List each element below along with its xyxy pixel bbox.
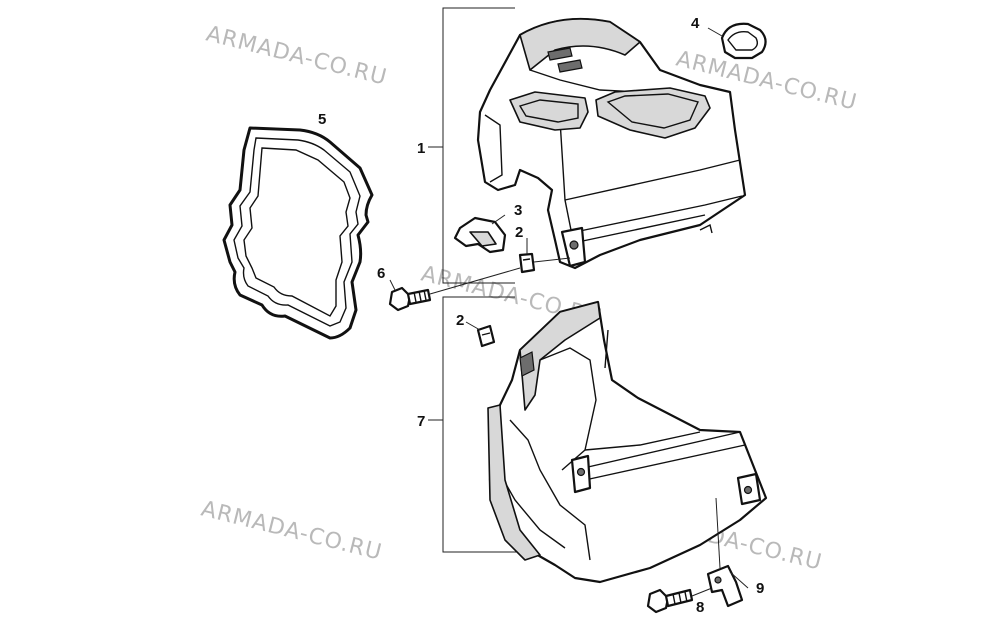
bolt-part-8 (646, 587, 713, 614)
gasket-part-5 (222, 126, 374, 340)
callout-8: 8 (696, 599, 704, 616)
callout-1: 1 (417, 140, 425, 157)
callout-5: 5 (318, 111, 326, 128)
watermark-4: ARMADA-CO.RU (199, 497, 385, 566)
callout-3: 3 (514, 202, 522, 219)
callout-2-lower: 2 (456, 312, 464, 329)
clip-part-3 (453, 214, 507, 254)
callout-7: 7 (417, 413, 425, 430)
callout-9: 9 (756, 580, 764, 597)
callouts: 1 2 2 3 4 5 6 7 8 9 (318, 15, 764, 616)
clip-part-2-lower (465, 321, 496, 348)
upper-cover-part-1 (476, 17, 747, 270)
callout-2-upper: 2 (515, 224, 523, 241)
watermark-1: ARMADA-CO.RU (204, 22, 390, 91)
bolt-part-6 (388, 267, 521, 312)
lower-cover-part-7 (487, 300, 768, 584)
bracket-part-9 (706, 497, 749, 608)
callout-6: 6 (377, 265, 385, 282)
group-bracket (428, 7, 540, 553)
cap-part-4 (707, 22, 767, 60)
clip-part-2-upper (518, 238, 571, 274)
callout-4: 4 (691, 15, 700, 32)
